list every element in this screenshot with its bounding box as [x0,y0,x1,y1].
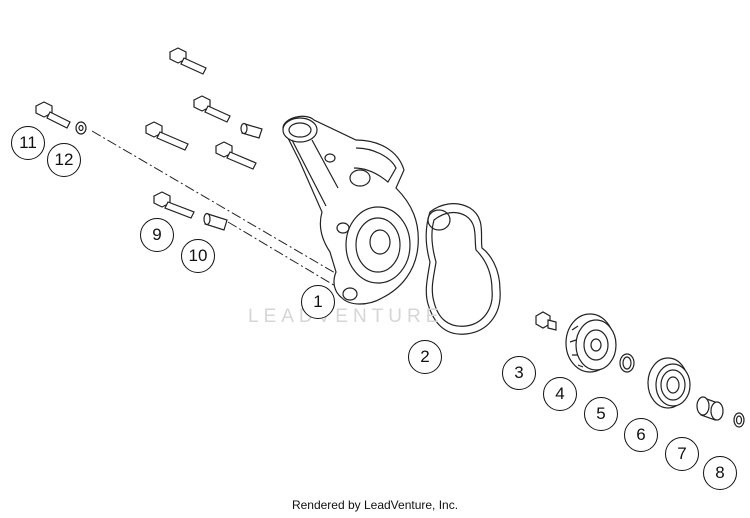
callout-12[interactable]: 12 [47,143,81,177]
bolt-upper-middle [193,95,231,123]
callout-3[interactable]: 3 [502,356,536,390]
bolt-middle-right [215,141,257,170]
impeller-part-4 [565,313,617,373]
o-ring-part-5 [619,353,635,373]
bolt-part-11 [35,101,71,129]
watermark: LEADVENTURE [248,306,444,327]
alignment-line-lower [227,221,343,291]
bolt-top [169,47,207,75]
callout-5[interactable]: 5 [584,397,618,431]
dowel-sleeve-part-10 [203,212,228,231]
callout-2[interactable]: 2 [408,340,442,374]
alignment-line-upper [91,130,343,278]
washer-part-12 [75,121,87,135]
footer-credit: Rendered by LeadVenture, Inc. [291,498,459,512]
ring-part-8 [733,412,745,428]
dowel-sleeve-upper [240,122,263,139]
gasket-part-2 [425,203,501,335]
bolt-middle-left [145,121,189,151]
callout-7[interactable]: 7 [665,437,699,471]
callout-1[interactable]: 1 [301,285,335,319]
sleeve-part-7 [696,396,724,421]
impeller-bolt-part-3 [535,311,557,331]
callout-8[interactable]: 8 [703,456,737,490]
callout-11[interactable]: 11 [11,126,45,160]
callout-10[interactable]: 10 [181,239,215,273]
bolt-part-9 [153,191,195,219]
seal-bearing-part-6 [647,357,691,409]
callout-6[interactable]: 6 [624,418,658,452]
water-pump-housing-part-1 [282,115,419,305]
gasket-ring [427,209,451,231]
callout-9[interactable]: 9 [140,218,174,252]
callout-4[interactable]: 4 [543,377,577,411]
